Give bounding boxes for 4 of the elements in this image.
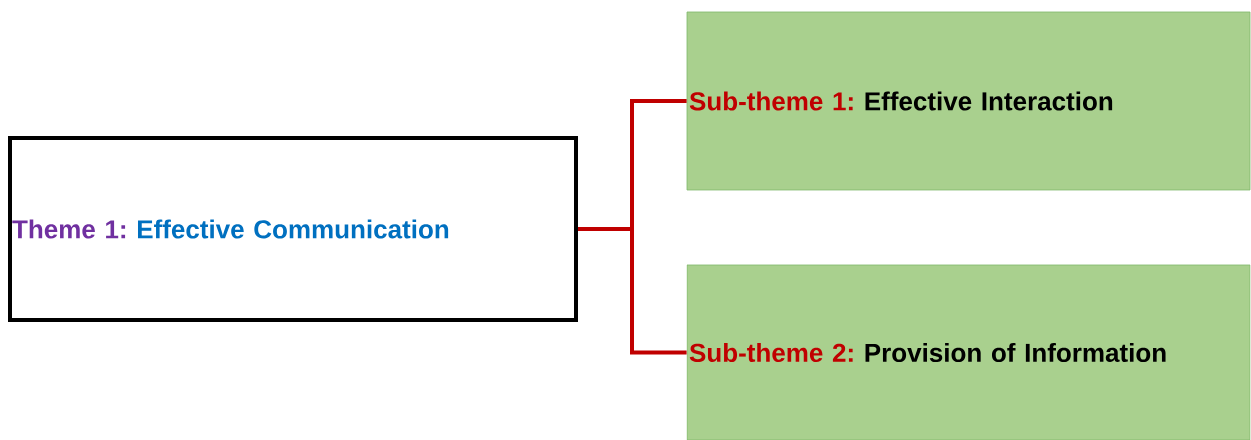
subtheme-box: Sub-theme 1: Effective Interaction (686, 11, 1251, 191)
connector-line (578, 227, 687, 355)
theme-box: Theme 1: Effective Communication (8, 136, 578, 322)
subtheme-box: Sub-theme 2: Provision of Information (686, 264, 1251, 440)
